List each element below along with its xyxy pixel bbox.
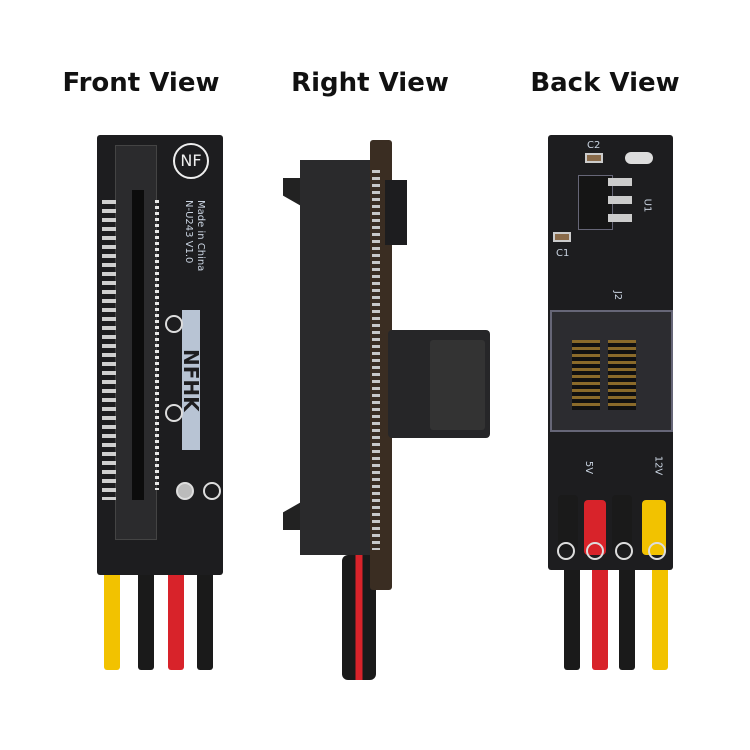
regulator-pins [608, 178, 632, 224]
mounting-hole [176, 482, 194, 500]
capacitor-c1 [553, 232, 571, 242]
solder-joints [372, 170, 380, 550]
connector-slot [132, 190, 144, 500]
black-wire-end [558, 495, 578, 550]
made-in-china-text: Made in China [195, 200, 206, 272]
solder-pad [586, 542, 604, 560]
power-header [385, 180, 407, 245]
black-wire [197, 545, 213, 670]
mounting-hole [165, 315, 183, 333]
regulator-u1 [578, 175, 613, 230]
crystal [625, 152, 653, 164]
mini-sas-latch [430, 340, 485, 430]
back-view-title: Back View [530, 68, 680, 98]
red-wire [592, 550, 608, 670]
black-wire [138, 545, 154, 670]
contact-bank [608, 340, 636, 410]
12v-label: 12V [652, 455, 664, 476]
solder-pad [648, 542, 666, 560]
model-text: N-U243 V1.0 [183, 200, 194, 264]
solder-pad [557, 542, 575, 560]
5v-label: 5V [583, 460, 595, 475]
mounting-hole [203, 482, 221, 500]
pin-row [102, 200, 116, 500]
yellow-wire [652, 550, 668, 670]
c1-label: C1 [556, 248, 570, 259]
c2-label: C2 [587, 140, 601, 151]
mounting-hole [165, 404, 183, 422]
solder-pad [615, 542, 633, 560]
sata-connector-body [300, 160, 372, 555]
black-wire-end [612, 495, 632, 550]
brand-text: NFHK [179, 310, 203, 450]
capacitor-c2 [585, 153, 603, 163]
yellow-wire [104, 545, 120, 670]
contact-bank [572, 340, 600, 410]
u1-label: U1 [641, 198, 653, 213]
front-view-title: Front View [62, 68, 220, 98]
j2-label: J2 [612, 290, 624, 301]
nf-logo: NF [173, 143, 209, 179]
pin-row [155, 200, 159, 490]
black-wire [564, 550, 580, 670]
right-view-title: Right View [291, 68, 449, 98]
black-wire [619, 550, 635, 670]
red-wire-end [584, 500, 606, 555]
red-wire [168, 545, 184, 670]
